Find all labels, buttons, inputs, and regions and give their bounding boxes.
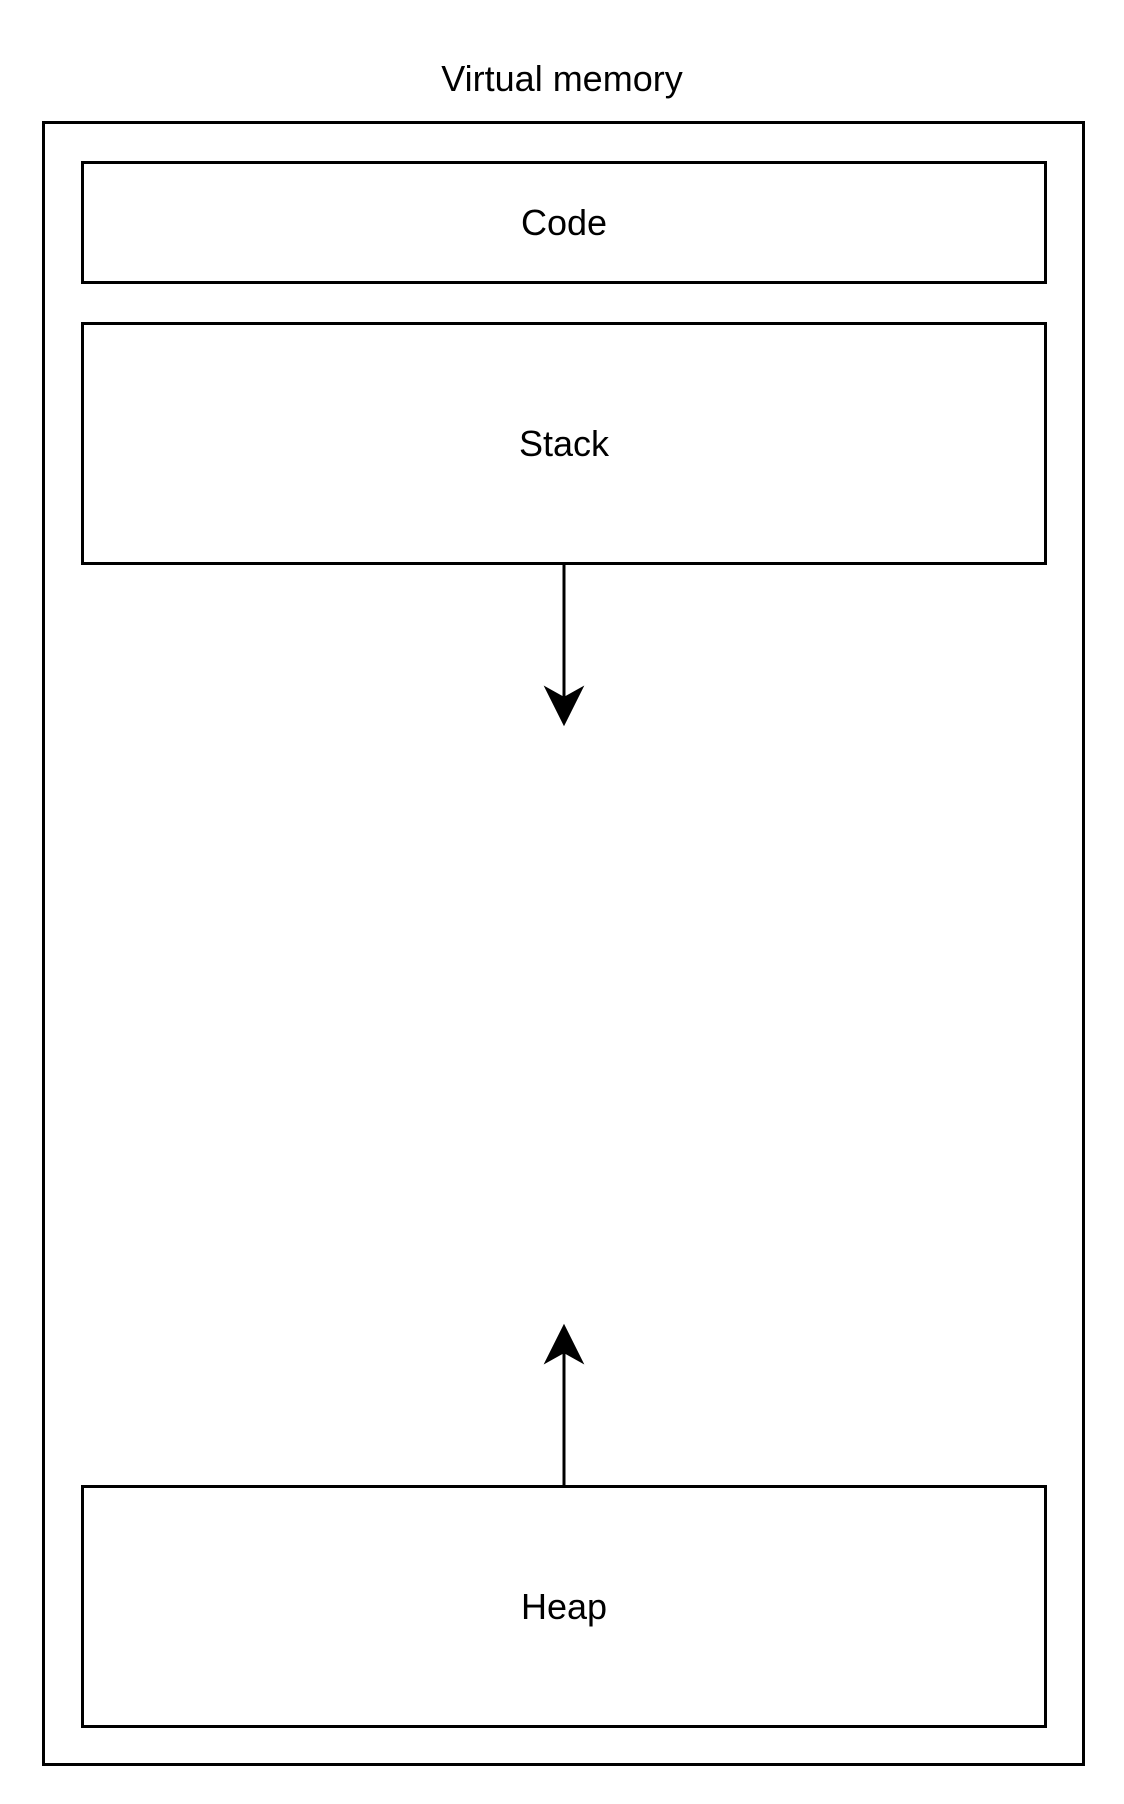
heap-segment: Heap: [81, 1485, 1047, 1728]
code-segment-label: Code: [520, 201, 608, 243]
code-segment: Code: [81, 161, 1047, 284]
virtual-memory-box: [42, 121, 1085, 1766]
stack-segment: Stack: [81, 322, 1047, 565]
heap-segment-label: Heap: [520, 1585, 608, 1627]
stack-segment-label: Stack: [518, 422, 610, 464]
diagram-title: Virtual memory: [441, 58, 683, 99]
